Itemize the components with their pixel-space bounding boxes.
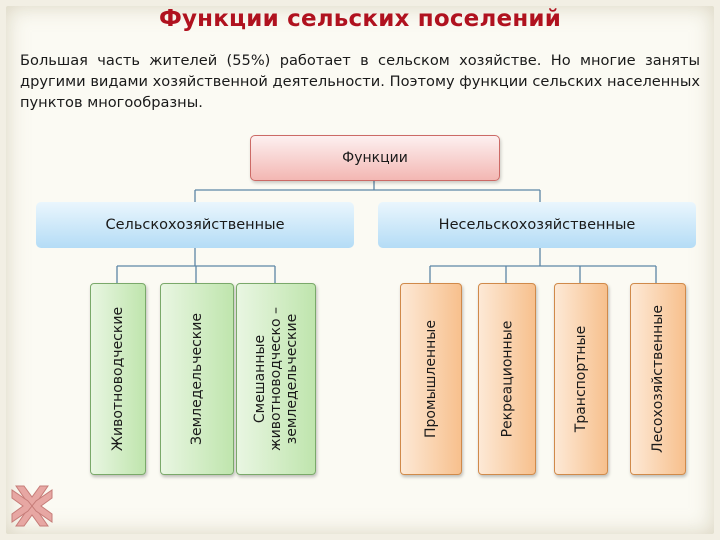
root-functions-box: Функции [250,135,500,181]
leaf-transport-label: Транспортные [573,325,590,433]
agricultural-group-box: Сельскохозяйственные [36,202,354,248]
leaf-crop-farming-label: Земледельческие [189,313,205,445]
leaf-mixed-farming-label: Смешанные животноводческо – земледельчес… [252,307,301,451]
agricultural-group-label: Сельскохозяйственные [105,217,285,233]
leaf-industrial-label: Промышленные [423,320,440,438]
leaf-livestock: Животноводческие [90,283,146,475]
leaf-forestry-label: Лесохозяйственные [650,305,667,453]
nonagricultural-group-label: Несельскохозяйственные [438,217,636,233]
intro-paragraph: Большая часть жителей (55%) работает в с… [20,52,700,111]
leaf-mixed-farming: Смешанные животноводческо – земледельчес… [236,283,316,475]
nonagricultural-group-box: Несельскохозяйственные [378,202,696,248]
leaf-crop-farming: Земледельческие [160,283,234,475]
page-title: Функции сельских поселений [158,6,562,32]
leaf-livestock-label: Животноводческие [110,306,126,452]
leaf-transport: Транспортные [554,283,608,475]
close-x-icon[interactable] [10,484,54,528]
leaf-recreational: Рекреационные [478,283,536,475]
root-label: Функции [342,150,408,166]
leaf-forestry: Лесохозяйственные [630,283,686,475]
leaf-industrial: Промышленные [400,283,462,475]
leaf-recreational-label: Рекреационные [499,320,516,438]
